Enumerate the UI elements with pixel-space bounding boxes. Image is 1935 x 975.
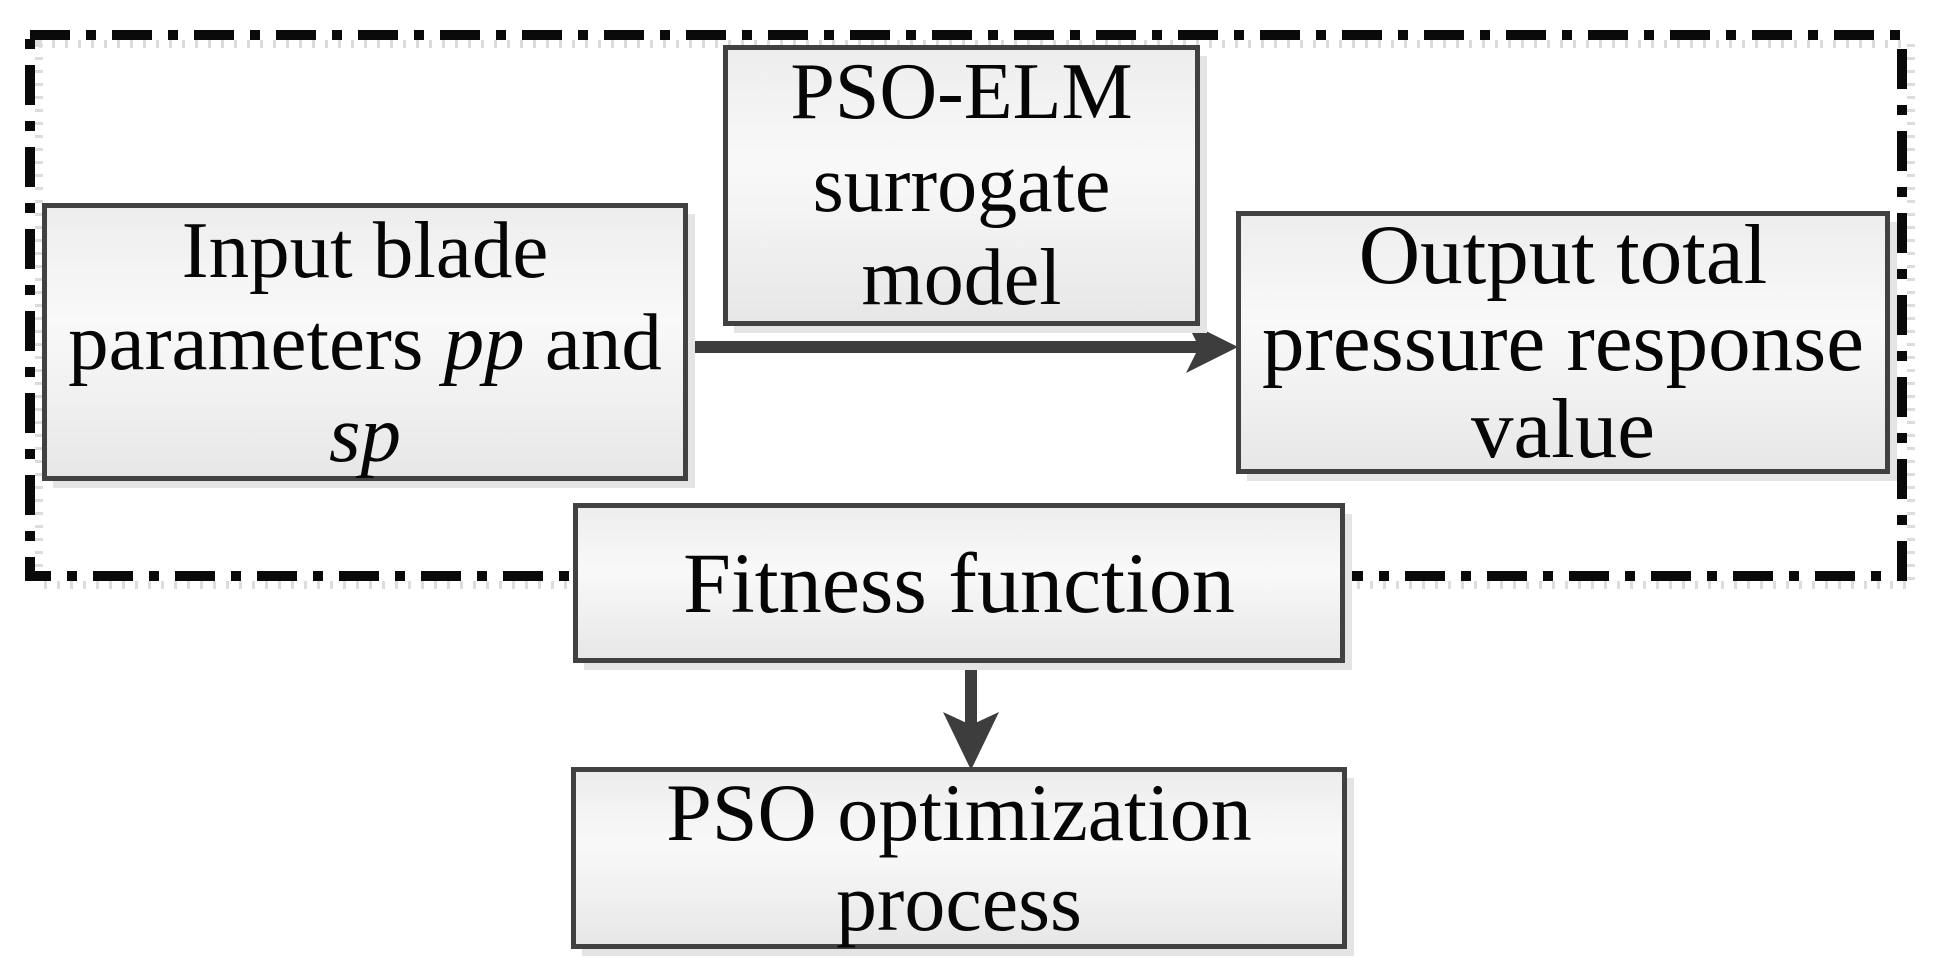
surrogate-model-line1: PSO-ELM [790, 48, 1133, 136]
dashed-boundary-shadow [35, 40, 1915, 589]
output-response-box: Output total pressure response value [1236, 211, 1890, 474]
input-to-output-arrowhead-icon [1186, 321, 1238, 373]
fitness-function-line1: Fitness function [683, 535, 1235, 631]
input-parameters-line1: Input blade [181, 205, 549, 295]
surrogate-model-line3: model [861, 234, 1062, 322]
output-response-line3: value [1470, 382, 1656, 476]
fitness-function-box: Fitness function [573, 503, 1345, 663]
input-parameters-line3: sp [328, 389, 402, 479]
input-parameters-line2: parameters pp and [68, 297, 662, 387]
pso-process-line2: process [836, 857, 1082, 948]
pso-process-box: PSO optimization process [571, 767, 1347, 949]
output-response-line2: pressure response [1262, 295, 1864, 389]
output-response-line1: Output total [1358, 208, 1768, 302]
dashed-boundary [25, 30, 1907, 581]
surrogate-model-box: PSO-ELM surrogate model [723, 45, 1200, 326]
surrogate-model-line2: surrogate [812, 141, 1111, 229]
fitness-to-pso-arrowhead-icon [943, 712, 999, 770]
pso-process-line1: PSO optimization [666, 767, 1252, 858]
input-parameters-box: Input blade parameters pp and sp [42, 203, 688, 481]
